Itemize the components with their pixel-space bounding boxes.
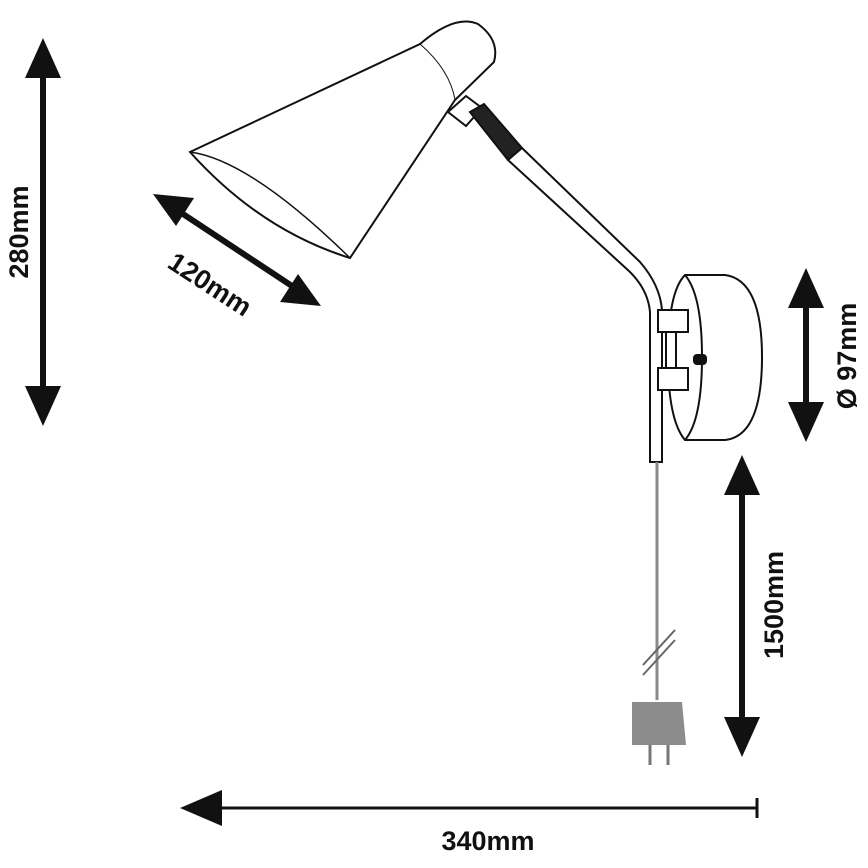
- shade-diameter-label: 120mm: [163, 247, 257, 323]
- plug: [632, 702, 686, 745]
- height-label: 280mm: [4, 185, 34, 278]
- height-dimension-arrow: [25, 38, 61, 426]
- base-diameter-label: Ø 97mm: [832, 303, 862, 410]
- width-label: 340mm: [441, 826, 534, 856]
- power-cord: [632, 462, 686, 765]
- base-diameter-arrow: [788, 268, 824, 442]
- shade-diameter-arrow: [153, 194, 321, 306]
- width-arrow: [180, 790, 759, 826]
- cord-length-arrow: [724, 455, 760, 757]
- switch-dot: [693, 354, 707, 365]
- lamp-arm: [446, 94, 663, 463]
- cord-length-label: 1500mm: [759, 551, 789, 659]
- lamp-shade: [188, 20, 497, 260]
- wall-base: [657, 274, 764, 441]
